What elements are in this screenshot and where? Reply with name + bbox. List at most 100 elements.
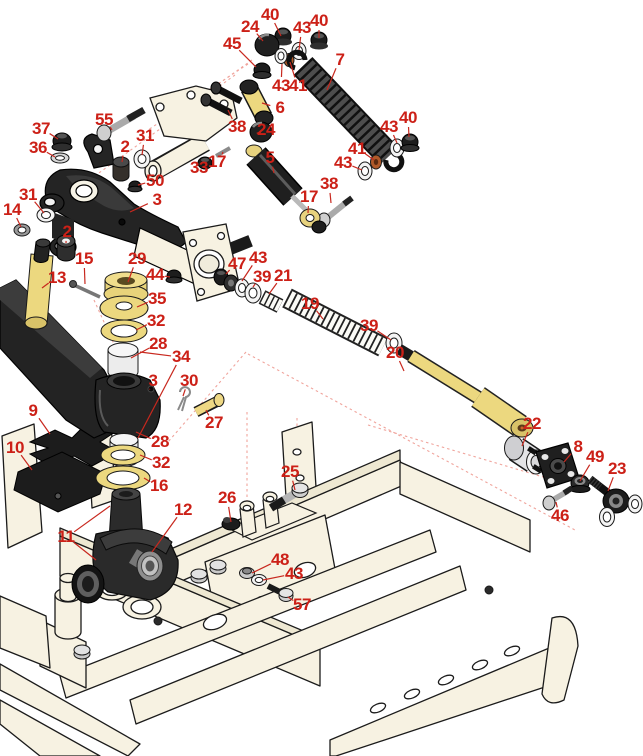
part-callout-31-10: 31 <box>135 126 155 145</box>
part-callout-43-19: 43 <box>379 117 399 136</box>
part-callout-21-44: 21 <box>273 266 293 285</box>
leader-line-2 <box>121 155 124 163</box>
leader-line-15 <box>83 267 86 285</box>
damper-5 <box>245 144 327 234</box>
part-callout-32-56: 32 <box>151 453 171 472</box>
part-callout-24-15: 24 <box>256 120 276 139</box>
part-callout-44-33: 44 <box>145 265 165 284</box>
leader-line-27 <box>205 409 210 416</box>
leader-line-32 <box>139 454 152 461</box>
leader-line-7 <box>326 68 337 91</box>
part-callout-45-4: 45 <box>222 34 242 53</box>
mount-plate-10 <box>13 451 107 513</box>
leader-line-48 <box>251 563 272 574</box>
part-callout-38-14: 38 <box>227 117 247 136</box>
clip-26 <box>221 517 241 531</box>
part-callout-13-31: 13 <box>47 268 67 287</box>
fork-weldment <box>39 133 201 285</box>
lower-fasteners <box>239 567 294 602</box>
spring7-end-hardware <box>357 133 420 181</box>
leader-line-14 <box>16 217 22 228</box>
part-callout-49-50: 49 <box>585 447 605 466</box>
leader-line-29 <box>127 267 134 283</box>
leader-line-12 <box>151 516 178 553</box>
leader-line-47 <box>225 269 231 275</box>
ball-joint-23 <box>587 475 643 527</box>
caster-fork-11 <box>71 487 179 604</box>
leader-line-38 <box>329 192 332 204</box>
part-callout-23-51: 23 <box>607 459 627 478</box>
part-callout-3-38: 3 <box>148 371 158 390</box>
leader-line-5 <box>271 166 275 174</box>
leader-line-39 <box>252 283 256 288</box>
part-callout-12-59: 12 <box>173 500 193 519</box>
leader-line-55 <box>109 126 113 131</box>
part-callout-47-41: 47 <box>227 254 247 273</box>
leader-line-11 <box>73 505 111 533</box>
spring-train <box>213 268 403 357</box>
leader-line-50 <box>137 182 146 186</box>
upper-bracket <box>144 85 238 182</box>
part-callout-40-0: 40 <box>260 5 280 24</box>
part-callout-35-34: 35 <box>147 289 167 308</box>
part-callout-27-40: 27 <box>204 413 224 432</box>
leader-line-57 <box>287 596 294 602</box>
part-callout-8-49: 8 <box>573 437 583 456</box>
leader-line-41 <box>365 153 375 161</box>
leader-line-20 <box>398 360 405 372</box>
part-callout-6-8: 6 <box>275 98 285 117</box>
part-callout-43-6: 43 <box>271 76 291 95</box>
part-callout-50-28: 50 <box>145 171 165 190</box>
part-callout-24-1: 24 <box>240 17 260 36</box>
leader-line-11 <box>73 542 97 561</box>
part-callout-41-21: 41 <box>347 139 367 158</box>
leader-line-16 <box>143 477 151 483</box>
leader-line-9 <box>38 417 51 435</box>
leader-line-3 <box>129 203 149 213</box>
leader-line-35 <box>136 301 148 308</box>
part-callout-33-17: 33 <box>189 158 209 177</box>
leader-line-34 <box>139 351 172 357</box>
part-callout-55-9: 55 <box>94 110 114 129</box>
part-callout-28-55: 28 <box>150 432 170 451</box>
leader-line-24 <box>256 131 262 134</box>
part-callout-11-58: 11 <box>57 527 75 546</box>
leader-line-44 <box>164 275 171 278</box>
left-fasteners <box>13 106 183 330</box>
part-callout-17-24: 17 <box>299 187 319 206</box>
clevis-bracket <box>226 491 318 541</box>
leader-line-19 <box>316 310 324 320</box>
leader-line-43 <box>262 575 285 581</box>
part-callout-46-52: 46 <box>550 506 570 525</box>
leader-line-10 <box>20 454 33 471</box>
leader-line-43 <box>352 165 363 171</box>
leader-line-6 <box>261 102 271 107</box>
part-callout-30-39: 30 <box>179 371 199 390</box>
callout-leader-lines <box>16 22 614 602</box>
leader-line-43 <box>392 134 398 144</box>
leader-line-49 <box>579 464 591 482</box>
frame-bolts <box>73 559 494 660</box>
leader-line-24 <box>256 33 264 42</box>
leader-line-17 <box>221 151 224 155</box>
part-callout-16-57: 16 <box>149 476 169 495</box>
leader-line-25 <box>292 480 296 491</box>
part-callout-41-7: 41 <box>288 76 308 95</box>
flange-plate-8 <box>527 442 580 489</box>
part-callout-5-18: 5 <box>265 148 275 167</box>
leader-line-26 <box>228 506 232 523</box>
leader-line-37 <box>49 133 59 140</box>
leader-line-38 <box>227 109 233 120</box>
leader-line-8 <box>563 453 572 463</box>
leader-line-46 <box>555 501 558 508</box>
part-callout-39-46: 39 <box>359 316 379 335</box>
leader-line-45 <box>238 49 257 68</box>
leader-line-39 <box>377 330 392 341</box>
part-callout-22-48: 22 <box>522 414 542 433</box>
leader-line-22 <box>521 431 529 447</box>
part-callout-34-37: 34 <box>171 347 191 366</box>
leader-line-13 <box>41 282 50 289</box>
leader-line-30 <box>182 389 186 397</box>
leader-line-43 <box>280 63 283 78</box>
